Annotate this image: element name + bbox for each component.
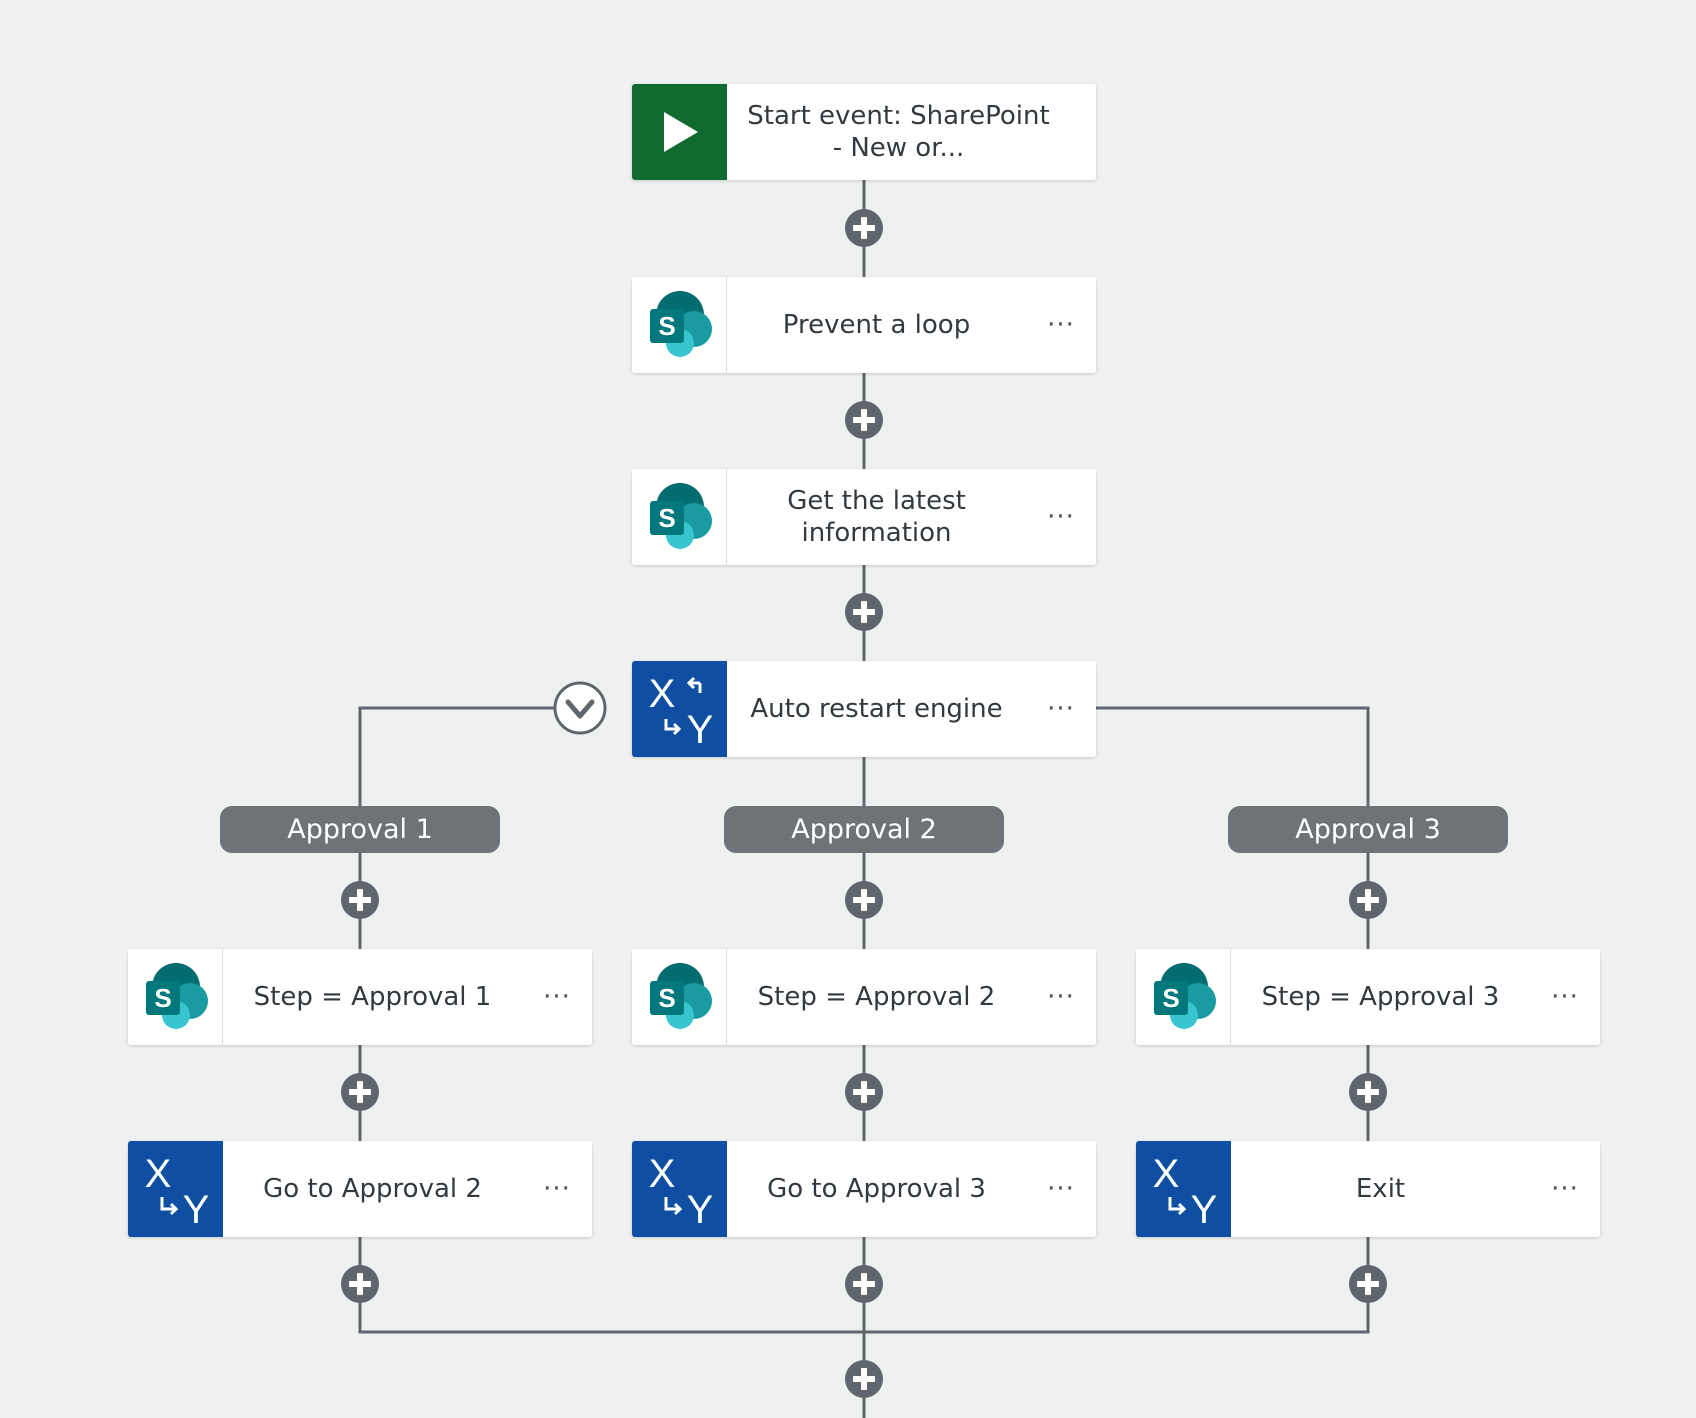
- svg-text:X: X: [648, 1152, 675, 1196]
- branch-approval-3[interactable]: Approval 3: [1228, 806, 1508, 853]
- add-icon[interactable]: [1348, 880, 1388, 920]
- go-to-approval-2-node[interactable]: X Y Go to Approval 2 ···: [128, 1141, 592, 1237]
- node-menu-button[interactable]: ···: [1047, 694, 1075, 724]
- exit-node[interactable]: X Y Exit ···: [1136, 1141, 1600, 1237]
- step-approval-1-node[interactable]: S Step = Approval 1 ···: [128, 949, 592, 1045]
- go-to-approval-3-label: Go to Approval 3: [767, 1174, 986, 1204]
- step-approval-2-label: Step = Approval 2: [757, 982, 996, 1012]
- branch-approval-1[interactable]: Approval 1: [220, 806, 500, 853]
- sharepoint-icon: S: [632, 277, 727, 373]
- collapse-branches-button[interactable]: [553, 681, 607, 735]
- get-latest-info-node[interactable]: S Get the latest information ···: [632, 469, 1096, 565]
- step-approval-3-label: Step = Approval 3: [1261, 982, 1500, 1012]
- step-approval-3-node[interactable]: S Step = Approval 3 ···: [1136, 949, 1600, 1045]
- branch-by-state-icon: X Y: [632, 661, 727, 757]
- svg-text:X: X: [1152, 1152, 1179, 1196]
- auto-restart-engine-label: Auto restart engine: [750, 694, 1003, 724]
- node-menu-button[interactable]: ···: [1047, 1174, 1075, 1204]
- node-menu-button[interactable]: ···: [543, 982, 571, 1012]
- svg-text:Y: Y: [182, 1188, 209, 1231]
- add-icon[interactable]: [844, 880, 884, 920]
- change-state-icon: X Y: [1136, 1141, 1231, 1237]
- add-icon[interactable]: [844, 1264, 884, 1304]
- exit-label: Exit: [1355, 1174, 1406, 1204]
- auto-restart-engine-node[interactable]: X Y Auto restart engine ···: [632, 661, 1096, 757]
- start-event-label: Start event: SharePoint - New or...: [747, 101, 1050, 163]
- svg-text:Y: Y: [686, 1188, 713, 1231]
- node-menu-button[interactable]: ···: [1047, 502, 1075, 532]
- add-icon[interactable]: [1348, 1264, 1388, 1304]
- svg-text:X: X: [648, 672, 675, 716]
- add-icon[interactable]: [844, 1359, 884, 1399]
- svg-text:S: S: [658, 311, 675, 341]
- change-state-icon: X Y: [632, 1141, 727, 1237]
- prevent-loop-node[interactable]: S Prevent a loop ···: [632, 277, 1096, 373]
- node-menu-button[interactable]: ···: [1047, 310, 1075, 340]
- node-menu-button[interactable]: ···: [543, 1174, 571, 1204]
- change-state-icon: X Y: [128, 1141, 223, 1237]
- start-event-node[interactable]: Start event: SharePoint - New or...: [632, 84, 1096, 180]
- svg-text:S: S: [1162, 983, 1179, 1013]
- add-icon[interactable]: [340, 1072, 380, 1112]
- svg-text:S: S: [658, 503, 675, 533]
- sharepoint-icon: S: [632, 469, 727, 565]
- step-approval-2-node[interactable]: S Step = Approval 2 ···: [632, 949, 1096, 1045]
- add-icon[interactable]: [844, 1072, 884, 1112]
- sharepoint-icon: S: [632, 949, 727, 1045]
- svg-text:X: X: [144, 1152, 171, 1196]
- add-icon[interactable]: [844, 400, 884, 440]
- add-icon[interactable]: [1348, 1072, 1388, 1112]
- prevent-loop-label: Prevent a loop: [782, 310, 971, 340]
- node-menu-button[interactable]: ···: [1551, 1174, 1579, 1204]
- go-to-approval-2-label: Go to Approval 2: [263, 1174, 482, 1204]
- add-icon[interactable]: [844, 208, 884, 248]
- get-latest-info-label: Get the latest information: [787, 486, 966, 548]
- sharepoint-icon: S: [128, 949, 223, 1045]
- svg-text:S: S: [658, 983, 675, 1013]
- step-approval-1-label: Step = Approval 1: [253, 982, 492, 1012]
- go-to-approval-3-node[interactable]: X Y Go to Approval 3 ···: [632, 1141, 1096, 1237]
- svg-text:S: S: [154, 983, 171, 1013]
- add-icon[interactable]: [340, 1264, 380, 1304]
- svg-text:Y: Y: [686, 708, 713, 751]
- node-menu-button[interactable]: ···: [1047, 982, 1075, 1012]
- svg-text:Y: Y: [1190, 1188, 1217, 1231]
- add-icon[interactable]: [340, 880, 380, 920]
- play-icon: [632, 84, 727, 180]
- add-icon[interactable]: [844, 592, 884, 632]
- sharepoint-icon: S: [1136, 949, 1231, 1045]
- node-menu-button[interactable]: ···: [1551, 982, 1579, 1012]
- branch-approval-2[interactable]: Approval 2: [724, 806, 1004, 853]
